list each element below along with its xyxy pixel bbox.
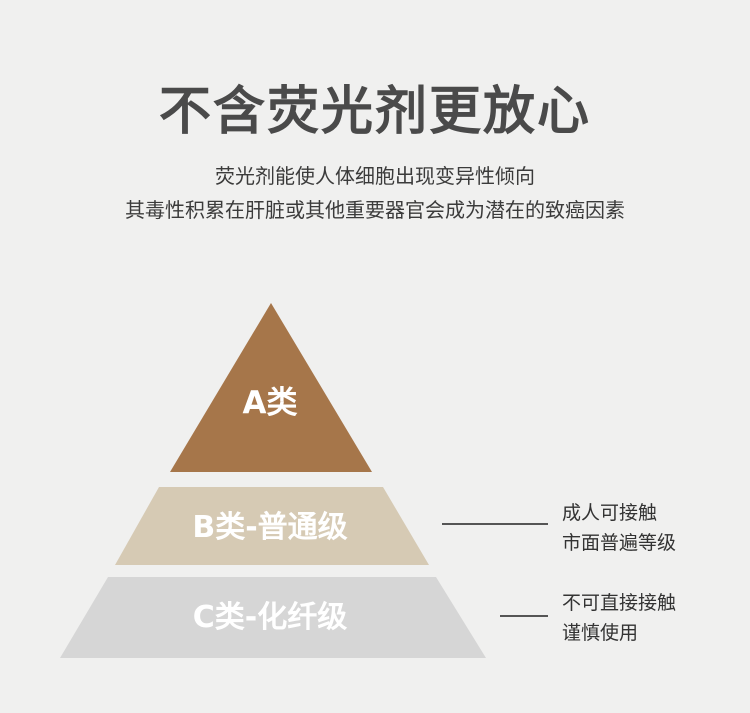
tier-c-note-line-2: 谨慎使用: [562, 622, 639, 644]
tier-b-note-line-1: 成人可接触: [562, 502, 658, 524]
subtitle-line-1: 荧光剂能使人体细胞出现变异性倾向: [215, 164, 535, 188]
tier-c-note-line-1: 不可直接接触: [562, 592, 677, 614]
tier-b-connector-line: [442, 523, 548, 525]
tier-a-shape: [170, 303, 372, 472]
tier-a-label: A类: [242, 385, 298, 421]
tier-c-label: C类-化纤级: [192, 600, 348, 635]
tier-b-note: 成人可接触 市面普遍等级: [562, 498, 676, 558]
tier-b-label: B类-普通级: [192, 510, 348, 545]
tier-c-connector-line: [500, 615, 548, 617]
subtitle-line-2: 其毒性积累在肝脏或其他重要器官会成为潜在的致癌因素: [125, 198, 625, 222]
tier-c-shape: [60, 577, 486, 658]
tier-c-note: 不可直接接触 谨慎使用: [562, 588, 676, 648]
page-title: 不含荧光剂更放心: [158, 82, 591, 142]
tier-b-note-line-2: 市面普遍等级: [562, 532, 677, 554]
tier-b-shape: [115, 487, 429, 565]
